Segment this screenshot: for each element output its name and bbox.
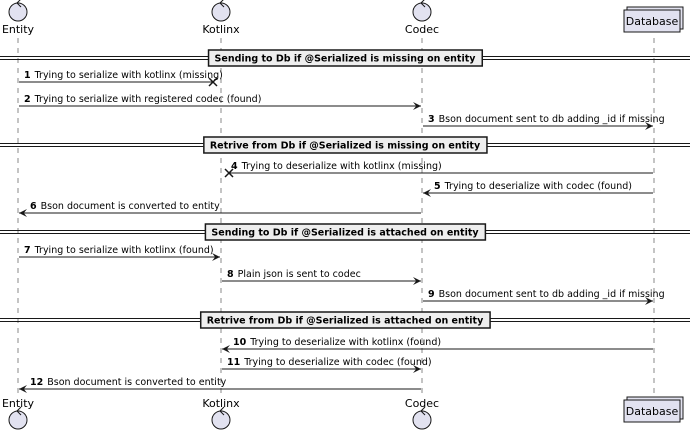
message-number: 1: [24, 70, 31, 81]
message-8: 8 Plain json is sent to codec: [222, 269, 421, 285]
message-text: Trying to serialize with kotlinx (found): [34, 245, 214, 256]
divider-box: [199, 311, 491, 329]
message-text: Trying to serialize with kotlinx (missin…: [34, 70, 223, 81]
message-text: Trying to deserialize with codec (found): [444, 181, 632, 192]
participant-label: Database: [626, 405, 679, 418]
message-number: 4: [231, 161, 238, 172]
message-number: 7: [24, 245, 31, 256]
message-text: Plain json is sent to codec: [238, 269, 361, 280]
database-icon: [623, 9, 681, 33]
section-divider: Sending to Db if @Serialized is missing …: [0, 49, 690, 67]
divider-box: [204, 223, 487, 241]
participant-kotlinx-top: Kotlinx: [202, 0, 240, 36]
section-divider: Retrive from Db if @Serialized is missin…: [0, 136, 690, 154]
message-number: 3: [428, 114, 435, 125]
control-icon: [412, 2, 432, 22]
message-label: 9 Bson document sent to db adding _id if …: [428, 289, 665, 300]
message-label: 3 Bson document sent to db adding _id if …: [428, 114, 665, 125]
message-number: 6: [30, 201, 37, 212]
message-text: Bson document sent to db adding _id if m…: [439, 114, 665, 125]
divider-label: Sending to Db if @Serialized is missing …: [215, 54, 477, 65]
message-9: 9 Bson document sent to db adding _id if …: [423, 289, 665, 305]
message-3: 3 Bson document sent to db adding _id if …: [423, 114, 665, 130]
control-arrow-icon: [219, 0, 225, 8]
message-text: Bson document is converted to entity: [47, 377, 226, 388]
control-icon: [412, 410, 432, 430]
message-label: 12 Bson document is converted to entity: [30, 377, 227, 388]
message-12: 12 Bson document is converted to entity: [19, 377, 421, 393]
participant-codec-bottom: Codec: [405, 397, 439, 430]
message-number: 9: [428, 289, 435, 300]
message-label: 8 Plain json is sent to codec: [227, 269, 361, 280]
message-text: Trying to deserialize with kotlinx (miss…: [241, 161, 442, 172]
message-label: 6 Bson document is converted to entity: [30, 201, 220, 212]
participant-label: Codec: [405, 397, 439, 410]
control-arrow-icon: [420, 0, 426, 8]
message-text: Trying to deserialize with kotlinx (foun…: [249, 337, 441, 348]
divider-label: Retrive from Db if @Serialized is missin…: [210, 141, 481, 152]
dividers: Sending to Db if @Serialized is missing …: [0, 49, 690, 329]
message-number: 2: [24, 94, 31, 105]
control-icon: [8, 2, 28, 22]
control-icon: [211, 2, 231, 22]
divider-label: Sending to Db if @Serialized is attached…: [211, 228, 479, 239]
divider-box: [207, 49, 484, 67]
message-text: Bson document sent to db adding _id if m…: [439, 289, 665, 300]
message-text: Bson document is converted to entity: [41, 201, 220, 212]
participant-kotlinx-bottom: Kotlinx: [202, 397, 240, 430]
message-number: 12: [30, 377, 43, 388]
section-divider: Sending to Db if @Serialized is attached…: [0, 223, 690, 241]
participant-label: Database: [626, 15, 679, 28]
participant-database-bottom: Database: [623, 396, 684, 423]
message-number: 5: [434, 181, 441, 192]
divider-box: [203, 136, 488, 154]
control-icon: [8, 410, 28, 430]
message-number: 10: [233, 337, 247, 348]
lost-message-x-icon: [224, 168, 234, 178]
lost-message-x-icon: [208, 77, 218, 87]
lifelines: [17, 38, 655, 398]
participant-entity-bottom: Entity: [2, 397, 35, 430]
section-divider: Retrive from Db if @Serialized is attach…: [0, 311, 690, 329]
control-arrow-icon: [420, 406, 426, 416]
message-number: 8: [227, 269, 234, 280]
control-arrow-icon: [16, 406, 22, 416]
divider-label: Retrive from Db if @Serialized is attach…: [207, 316, 484, 327]
control-arrow-icon: [219, 406, 225, 416]
message-text: Trying to deserialize with codec (found): [243, 357, 431, 368]
participant-label: Entity: [2, 397, 35, 410]
participant-label: Codec: [405, 23, 439, 36]
control-arrow-icon: [16, 0, 22, 8]
participant-label: Kotlinx: [202, 23, 240, 36]
participant-label: Kotlinx: [202, 397, 240, 410]
message-text: Trying to serialize with registered code…: [34, 94, 262, 105]
participant-entity-top: Entity: [2, 0, 35, 36]
participant-label: Entity: [2, 23, 35, 36]
message-number: 11: [227, 357, 240, 368]
participant-database-top: Database: [623, 6, 684, 33]
database-icon: [623, 399, 681, 423]
participant-codec-top: Codec: [405, 0, 439, 36]
control-icon: [211, 410, 231, 430]
message-6: 6 Bson document is converted to entity: [19, 201, 421, 217]
